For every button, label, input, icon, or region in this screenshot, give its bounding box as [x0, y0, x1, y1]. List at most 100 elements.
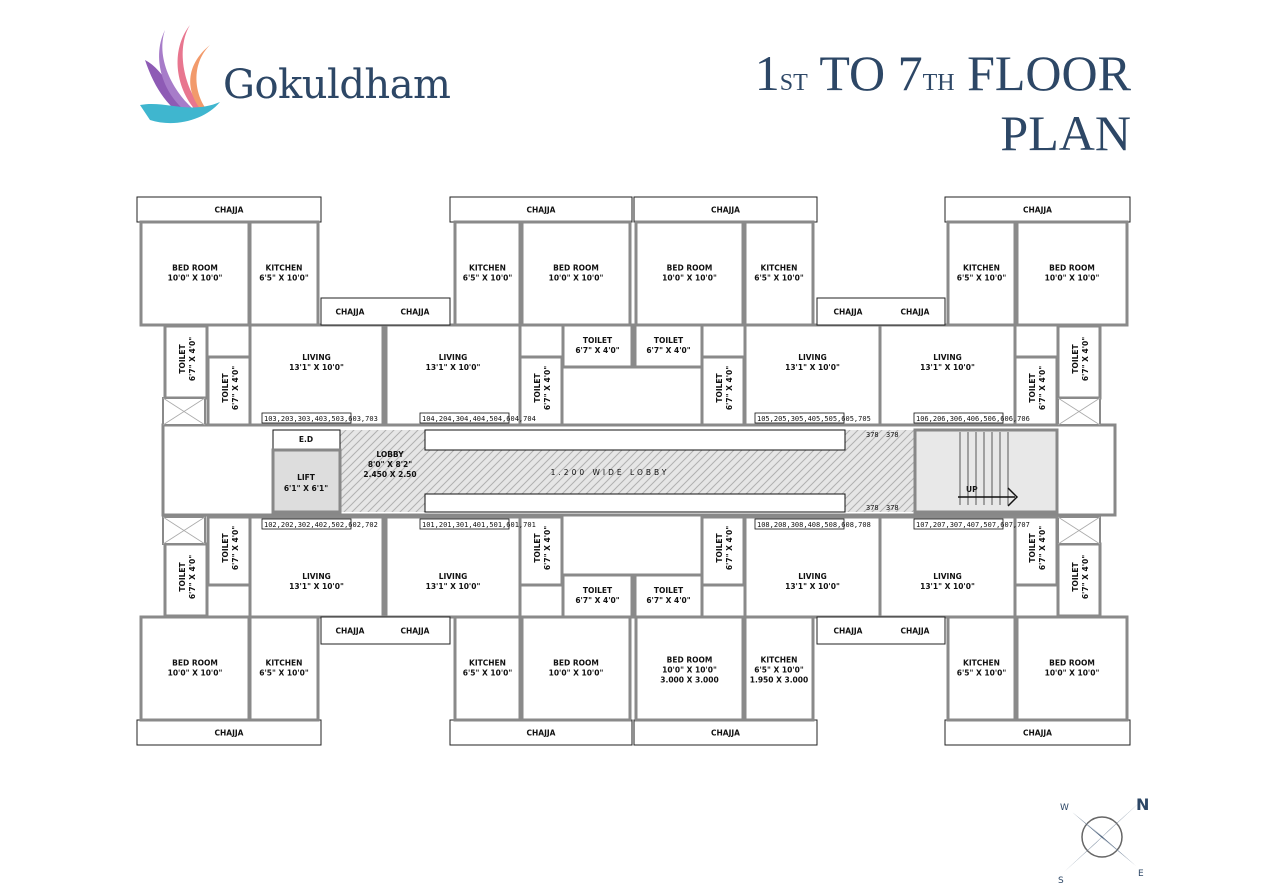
- room-size: 13'1" X 10'0": [920, 582, 975, 591]
- room-name: TOILET: [1028, 372, 1037, 402]
- shaft: [162, 397, 206, 426]
- room-size: 10'0" X 10'0": [168, 274, 223, 283]
- room-size: 6'5" X 10'0": [957, 274, 1007, 283]
- living-room: [878, 515, 1017, 619]
- chajja-label: CHAJJA: [401, 627, 430, 636]
- unit-number-box: [261, 412, 352, 424]
- room-name: CHAJJA: [1023, 729, 1052, 738]
- room-size: 6'7" X 4'0": [231, 526, 240, 570]
- room-size: 6'5" X 10'0": [754, 666, 804, 675]
- chajja-label: CHAJJA: [336, 308, 365, 317]
- kitchen-room: [453, 615, 522, 722]
- living-room: [743, 323, 882, 427]
- living-room: [384, 323, 522, 427]
- toilet-room: [633, 323, 704, 369]
- room-size: 6'7" X 4'0": [1038, 526, 1047, 570]
- room-name: LIVING: [933, 353, 962, 362]
- room-size: 6'5" X 10'0": [259, 274, 309, 283]
- living-room: [878, 323, 1017, 427]
- level-mark: 378: [866, 431, 879, 439]
- shaft: [1057, 516, 1101, 545]
- room-size: 6'7" X 4'0": [1038, 366, 1047, 410]
- chajja-room: [449, 196, 633, 223]
- room-name: TOILET: [654, 336, 684, 345]
- living-room: [384, 515, 522, 619]
- living-room: [743, 515, 882, 619]
- chajja-label: CHAJJA: [215, 206, 244, 215]
- room-size: 6'5" X 10'0": [754, 274, 804, 283]
- lobby-size: 8'0" X 8'2": [368, 460, 412, 469]
- unit-numbers: 108,208,308,408,508,608,708: [757, 521, 871, 529]
- title-part: TO 7: [807, 45, 923, 101]
- chajja-label: CHAJJA: [834, 308, 863, 317]
- title-part: ST: [779, 70, 808, 96]
- room-size: 6'7" X 4'0": [646, 596, 690, 605]
- living-room: [248, 323, 385, 427]
- room-size: 6'7" X 4'0": [188, 337, 197, 381]
- compass-w: W: [1060, 803, 1069, 813]
- lift: [271, 448, 342, 514]
- corridor-label: 1.200 WIDE LOBBY: [551, 468, 670, 477]
- compass-rose-icon: N E S W: [1058, 795, 1149, 885]
- toilet-room: [518, 355, 564, 427]
- lobby-metric: 2.450 X 2.50: [363, 470, 416, 479]
- room-size: 13'1" X 10'0": [785, 582, 840, 591]
- title-line-2: PLAN: [1000, 105, 1131, 161]
- room-size: 13'1" X 10'0": [289, 363, 344, 372]
- room-name: TOILET: [715, 372, 724, 402]
- chajja-label: CHAJJA: [711, 206, 740, 215]
- room-metric: 1.950 X 3.000: [750, 676, 808, 685]
- kitchen-room: [453, 220, 522, 327]
- unit-numbers: 103,203,303,403,503,603,703: [264, 415, 378, 423]
- lobby-duct-bottom: [424, 493, 846, 513]
- room-size: 10'0" X 10'0": [662, 666, 717, 675]
- shaft: [162, 516, 206, 545]
- room-name: TOILET: [533, 372, 542, 402]
- room-name: LIVING: [302, 572, 331, 581]
- ed-label: E.D: [299, 435, 313, 444]
- bedroom-room: [139, 615, 251, 722]
- room-name: TOILET: [583, 336, 613, 345]
- title-part: TH: [922, 70, 955, 96]
- room-name: CHAJJA: [711, 206, 740, 215]
- room-name: KITCHEN: [761, 264, 798, 273]
- chajja-room: [633, 196, 818, 223]
- room-size: 13'1" X 10'0": [785, 363, 840, 372]
- toilet-room: [633, 573, 704, 619]
- toilet-room: [1013, 355, 1059, 427]
- room-name: BED ROOM: [1049, 264, 1095, 273]
- unit-numbers: 104,204,304,404,504,604,704: [422, 415, 536, 423]
- staircase: [913, 428, 1059, 514]
- chajja-room: [449, 719, 633, 746]
- room-size: 10'0" X 10'0": [168, 669, 223, 678]
- chajja-label: CHAJJA: [711, 729, 740, 738]
- unit-numbers: 102,202,302,402,502,602,702: [264, 521, 378, 529]
- room-name: TOILET: [715, 532, 724, 562]
- room-name: TOILET: [1028, 532, 1037, 562]
- room-size: 6'7" X 4'0": [543, 526, 552, 570]
